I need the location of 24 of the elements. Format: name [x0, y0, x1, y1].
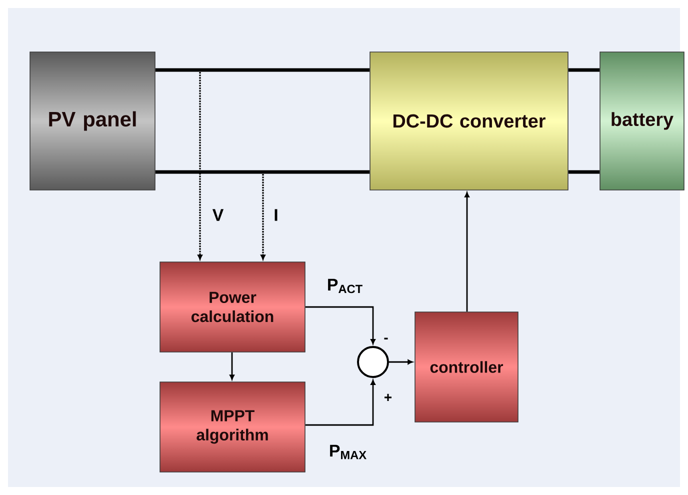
arrow	[198, 72, 202, 260]
sign-label: -	[384, 338, 388, 340]
connector-line	[155, 170, 370, 174]
connector-line	[155, 68, 370, 72]
battery-box: battery	[600, 52, 684, 190]
converter-box: DC-DC converter	[370, 52, 568, 190]
controller-box: controller	[414, 312, 518, 422]
arrow	[230, 352, 234, 380]
panel-box: PV panel	[30, 52, 156, 190]
arrow	[464, 192, 470, 312]
edge-label: I	[272, 208, 280, 222]
edge-label: P$_{MAX}$	[328, 444, 368, 460]
edge-label: P$_{ACT}$	[326, 278, 364, 294]
arrow	[260, 174, 266, 260]
process-box: Power calculation	[160, 262, 306, 352]
arrow	[305, 306, 376, 344]
edge-label: V	[211, 208, 225, 222]
arrow	[305, 380, 376, 426]
connector-line	[568, 170, 600, 174]
arrow	[389, 360, 413, 364]
summing-junction	[357, 346, 389, 378]
process-box: MPPT algorithm	[160, 382, 306, 472]
connector-line	[568, 68, 600, 72]
sign-label: +	[384, 394, 392, 401]
